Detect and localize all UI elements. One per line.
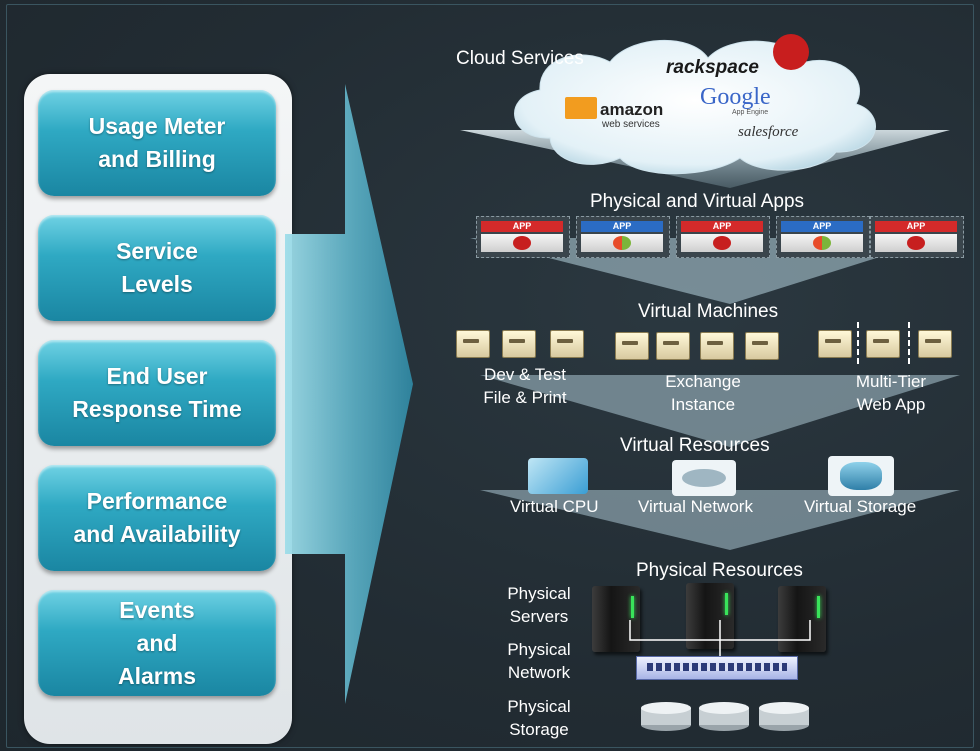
app-tile-5: APP: [870, 216, 964, 258]
exchange-label: Exchange Instance: [665, 372, 741, 414]
vm-icon: [656, 332, 690, 360]
app-tile-1: APP: [476, 216, 570, 258]
big-arrow: [285, 84, 413, 704]
network-icon: [672, 460, 736, 496]
network-switch-icon: [636, 656, 798, 680]
disk-icon: [641, 702, 691, 731]
server-icon: [686, 583, 734, 649]
app-tile-label: APP: [781, 221, 863, 232]
events-alarms-item: Events and Alarms: [38, 590, 276, 696]
windows-icon: [813, 236, 831, 250]
disk-icon: [759, 702, 809, 731]
dev-test-label: Dev & Test File & Print: [483, 365, 567, 407]
vm-icon: [745, 332, 779, 360]
vm-icon: [866, 330, 900, 358]
amazon-logo: amazon: [600, 100, 664, 119]
physical-resources-title: Physical Resources: [636, 560, 803, 581]
virtual-network-label: Virtual Network: [638, 497, 753, 516]
redhat-icon: [713, 236, 731, 250]
multi-tier-label: Multi-Tier Web App: [855, 372, 927, 414]
windows-icon: [613, 236, 631, 250]
physical-storage-label: Physical Storage: [507, 697, 571, 739]
disk-icon: [699, 702, 749, 731]
vm-title: Virtual Machines: [638, 301, 779, 322]
apps-title: Physical and Virtual Apps: [590, 191, 805, 212]
app-tile-label: APP: [875, 221, 957, 232]
vres-title: Virtual Resources: [620, 435, 770, 456]
cloud-services-title: Cloud Services: [456, 48, 584, 69]
cpu-icon: [528, 458, 588, 494]
virtual-storage-label: Virtual Storage: [804, 497, 917, 516]
app-engine-label: App Engine: [732, 109, 769, 116]
vres-funnel: [480, 490, 960, 550]
vm-icon: [700, 332, 734, 360]
salesforce-logo: salesforce: [738, 124, 799, 140]
server-connections: [629, 620, 811, 660]
virtual-cpu-label: Virtual CPU: [510, 497, 599, 516]
vm-funnel: [480, 375, 960, 447]
physical-network-label: Physical Network: [507, 640, 571, 682]
google-logo: Google: [700, 84, 771, 110]
server-icon: [778, 586, 826, 652]
performance-availability-item: Performance and Availability: [38, 465, 276, 571]
amazon-logo-mark: [565, 97, 597, 119]
app-tile-2: APP: [576, 216, 670, 258]
vm-icon: [456, 330, 490, 358]
redhat-icon: [907, 236, 925, 250]
tier-divider: [908, 322, 910, 364]
vm-icon: [918, 330, 952, 358]
app-tile-label: APP: [681, 221, 763, 232]
app-tile-label: APP: [581, 221, 663, 232]
vm-icon: [818, 330, 852, 358]
vm-icon: [502, 330, 536, 358]
app-tile-3: APP: [676, 216, 770, 258]
redhat-icon: [513, 236, 531, 250]
management-panel: Usage Meter and Billing Service Levels E…: [24, 74, 292, 744]
rackspace-logo-mark: [773, 34, 809, 70]
app-tile-4: APP: [776, 216, 870, 258]
vm-icon: [615, 332, 649, 360]
usage-meter-billing-item: Usage Meter and Billing: [38, 90, 276, 196]
rackspace-logo: rackspace: [666, 57, 759, 78]
service-levels-item: Service Levels: [38, 215, 276, 321]
web-services-label: web services: [602, 119, 660, 130]
physical-servers-label: Physical Servers: [507, 584, 571, 626]
end-user-response-time-item: End User Response Time: [38, 340, 276, 446]
app-tile-label: APP: [481, 221, 563, 232]
server-icon: [592, 586, 640, 652]
tier-divider: [857, 322, 859, 364]
vm-icon: [550, 330, 584, 358]
storage-icon: [828, 456, 894, 496]
cloud-funnel: [460, 40, 950, 188]
